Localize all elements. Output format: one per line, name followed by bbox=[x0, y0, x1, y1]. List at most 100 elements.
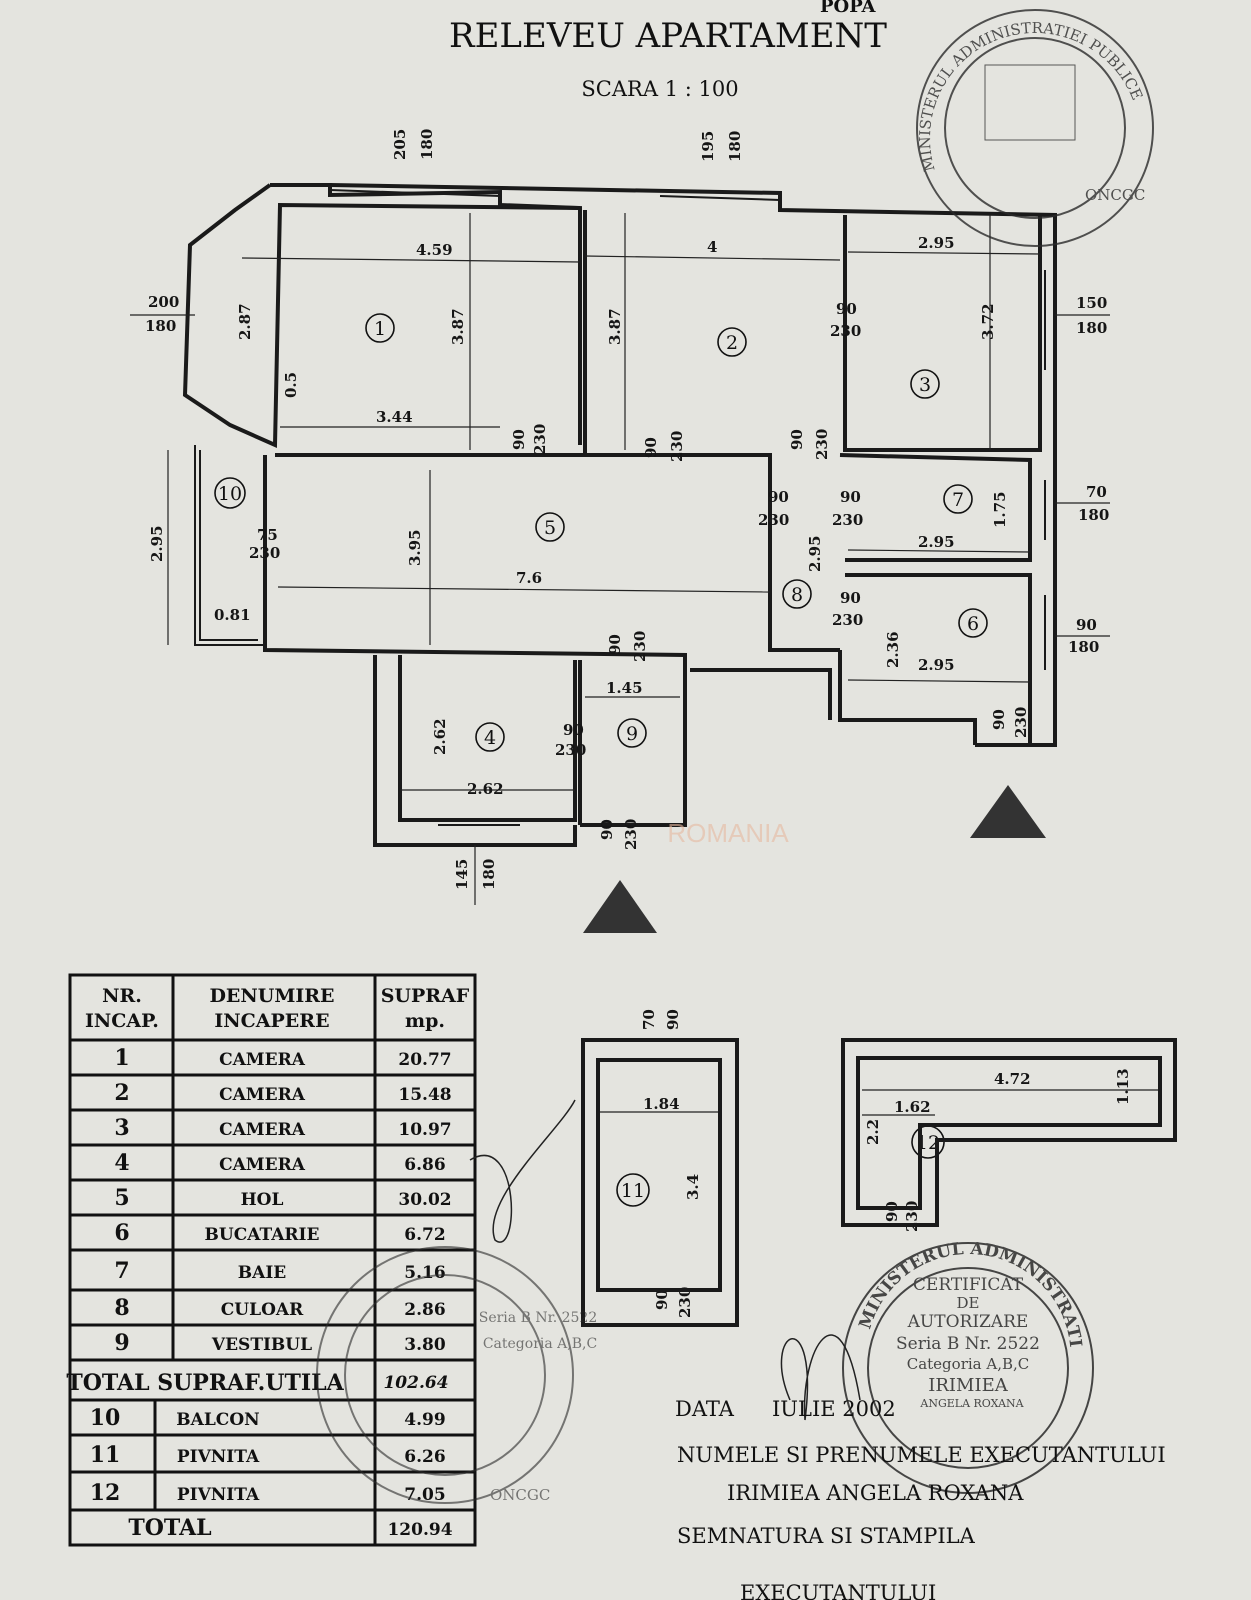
cell-area: 2.86 bbox=[404, 1300, 445, 1320]
dim-label: 90 bbox=[653, 1289, 671, 1310]
svg-text:Seria B Nr. 2522: Seria B Nr. 2522 bbox=[479, 1310, 598, 1326]
svg-text:DE: DE bbox=[957, 1294, 980, 1312]
dim-label: 180 bbox=[418, 129, 436, 160]
cell-name: CAMERA bbox=[219, 1155, 306, 1175]
cell-area: 30.02 bbox=[398, 1190, 451, 1210]
cell-name: BUCATARIE bbox=[205, 1225, 320, 1245]
room-8-marker: 8 bbox=[782, 579, 812, 609]
cell-nr: 7 bbox=[114, 1258, 129, 1284]
svg-text:ANGELA ROXANA: ANGELA ROXANA bbox=[919, 1397, 1024, 1410]
total-area: 120.94 bbox=[387, 1520, 452, 1540]
stamp-certificate-right: MINISTERUL ADMINISTRATIEI PUBLICE CERTIF… bbox=[0, 0, 1094, 1494]
dim-label: 230 bbox=[668, 431, 686, 462]
dim-label: 90 bbox=[598, 819, 616, 840]
north-arrow-icon bbox=[583, 880, 657, 933]
dim-label: 7.6 bbox=[516, 569, 542, 587]
room-9-marker: 9 bbox=[617, 718, 647, 748]
dim-label: 0.81 bbox=[214, 606, 251, 624]
dim-label: 3.44 bbox=[376, 408, 413, 426]
svg-text:4: 4 bbox=[484, 727, 496, 749]
dim-label: 90 bbox=[642, 437, 660, 458]
dim-label: 200 bbox=[148, 293, 179, 311]
header-nr-1: NR. bbox=[102, 985, 142, 1007]
stamp-top: MINISTERUL ADMINISTRATIEI PUBLICE ONCGC bbox=[916, 9, 1154, 247]
room-4-marker: 4 bbox=[475, 722, 505, 752]
dim-label: 3.87 bbox=[606, 308, 624, 345]
dim-label: 90 bbox=[1076, 616, 1097, 634]
total-label: TOTAL bbox=[128, 1515, 211, 1541]
svg-text:ONCGC: ONCGC bbox=[1085, 186, 1145, 204]
subtotal-area: 102.64 bbox=[383, 1373, 448, 1393]
cell-name: CAMERA bbox=[219, 1050, 306, 1070]
dim-label: 230 bbox=[676, 1287, 694, 1318]
dim-label: 90 bbox=[990, 709, 1008, 730]
cell-nr: 3 bbox=[114, 1115, 129, 1141]
footer-info: DATA IULIE 2002 NUMELE SI PRENUMELE EXEC… bbox=[675, 1397, 1166, 1600]
dim-label: 90 bbox=[840, 589, 861, 607]
cellar-walls bbox=[581, 1038, 1177, 1327]
dim-label: 3.95 bbox=[406, 529, 424, 566]
svg-text:3: 3 bbox=[919, 374, 931, 396]
svg-text:5: 5 bbox=[544, 517, 556, 539]
svg-text:IRIMIEA: IRIMIEA bbox=[928, 1375, 1008, 1396]
dim-label: 2.62 bbox=[467, 780, 504, 798]
dim-label: 230 bbox=[813, 429, 831, 460]
north-arrow-icon bbox=[970, 785, 1046, 838]
stamp-certificate-left: Seria B Nr. 2522 Categoria A,B,C ONCGC bbox=[316, 1246, 598, 1504]
dim-label: 180 bbox=[1078, 506, 1109, 524]
dim-label: 4 bbox=[707, 238, 717, 256]
cell-area: 5.16 bbox=[404, 1263, 445, 1283]
dim-label: 4.72 bbox=[994, 1070, 1031, 1088]
dim-label: 2.2 bbox=[864, 1119, 882, 1145]
svg-text:AUTORIZARE: AUTORIZARE bbox=[907, 1312, 1029, 1332]
cell-name: VESTIBUL bbox=[211, 1335, 312, 1355]
room-10-marker: 10 bbox=[214, 477, 246, 509]
dim-label: 230 bbox=[832, 611, 863, 629]
room-area-table: NR. INCAP. DENUMIRE INCAPERE SUPRAF mp. … bbox=[66, 973, 477, 1547]
cell-name: CULOAR bbox=[221, 1300, 304, 1320]
svg-text:Categoria A,B,C: Categoria A,B,C bbox=[907, 1355, 1030, 1373]
svg-text:8: 8 bbox=[791, 584, 803, 606]
header-name-2: INCAPERE bbox=[214, 1010, 329, 1032]
dim-label: 90 bbox=[606, 634, 624, 655]
cell-nr: 9 bbox=[114, 1330, 129, 1356]
dim-label: 4.59 bbox=[416, 241, 453, 259]
dim-label: 75 bbox=[257, 526, 278, 544]
cell-name: CAMERA bbox=[219, 1120, 306, 1140]
table-row: 9 VESTIBUL 3.80 bbox=[114, 1330, 446, 1356]
header-area-1: SUPRAF bbox=[381, 985, 470, 1007]
dim-label: 90 bbox=[883, 1201, 901, 1222]
dim-label: 90 bbox=[768, 488, 789, 506]
cell-name: HOL bbox=[241, 1190, 284, 1210]
dimension-lines bbox=[130, 213, 1110, 905]
dim-label: 1.62 bbox=[894, 1098, 931, 1116]
svg-text:6: 6 bbox=[967, 613, 979, 635]
cell-nr: 10 bbox=[90, 1405, 121, 1431]
room-5-marker: 5 bbox=[535, 512, 565, 542]
cell-nr: 6 bbox=[114, 1220, 129, 1246]
dim-label: 2.95 bbox=[918, 234, 955, 252]
dim-label: 230 bbox=[531, 424, 549, 455]
room-11-marker: 11 bbox=[616, 1173, 650, 1207]
room-6-marker: 6 bbox=[958, 608, 988, 638]
dim-label: 180 bbox=[480, 859, 498, 890]
date-value: IULIE 2002 bbox=[772, 1397, 896, 1421]
dim-label: 3.87 bbox=[449, 308, 467, 345]
cell-name: PIVNITA bbox=[177, 1447, 260, 1467]
cell-area: 6.86 bbox=[404, 1155, 445, 1175]
dim-label: 230 bbox=[555, 741, 586, 759]
room-7-marker: 7 bbox=[943, 484, 973, 514]
cell-nr: 1 bbox=[114, 1045, 129, 1071]
dim-label: 195 bbox=[699, 131, 717, 162]
dim-label: 90 bbox=[563, 721, 584, 739]
cell-area: 3.80 bbox=[404, 1335, 446, 1355]
cell-nr: 11 bbox=[90, 1442, 121, 1468]
dim-label: 70 bbox=[640, 1009, 658, 1030]
